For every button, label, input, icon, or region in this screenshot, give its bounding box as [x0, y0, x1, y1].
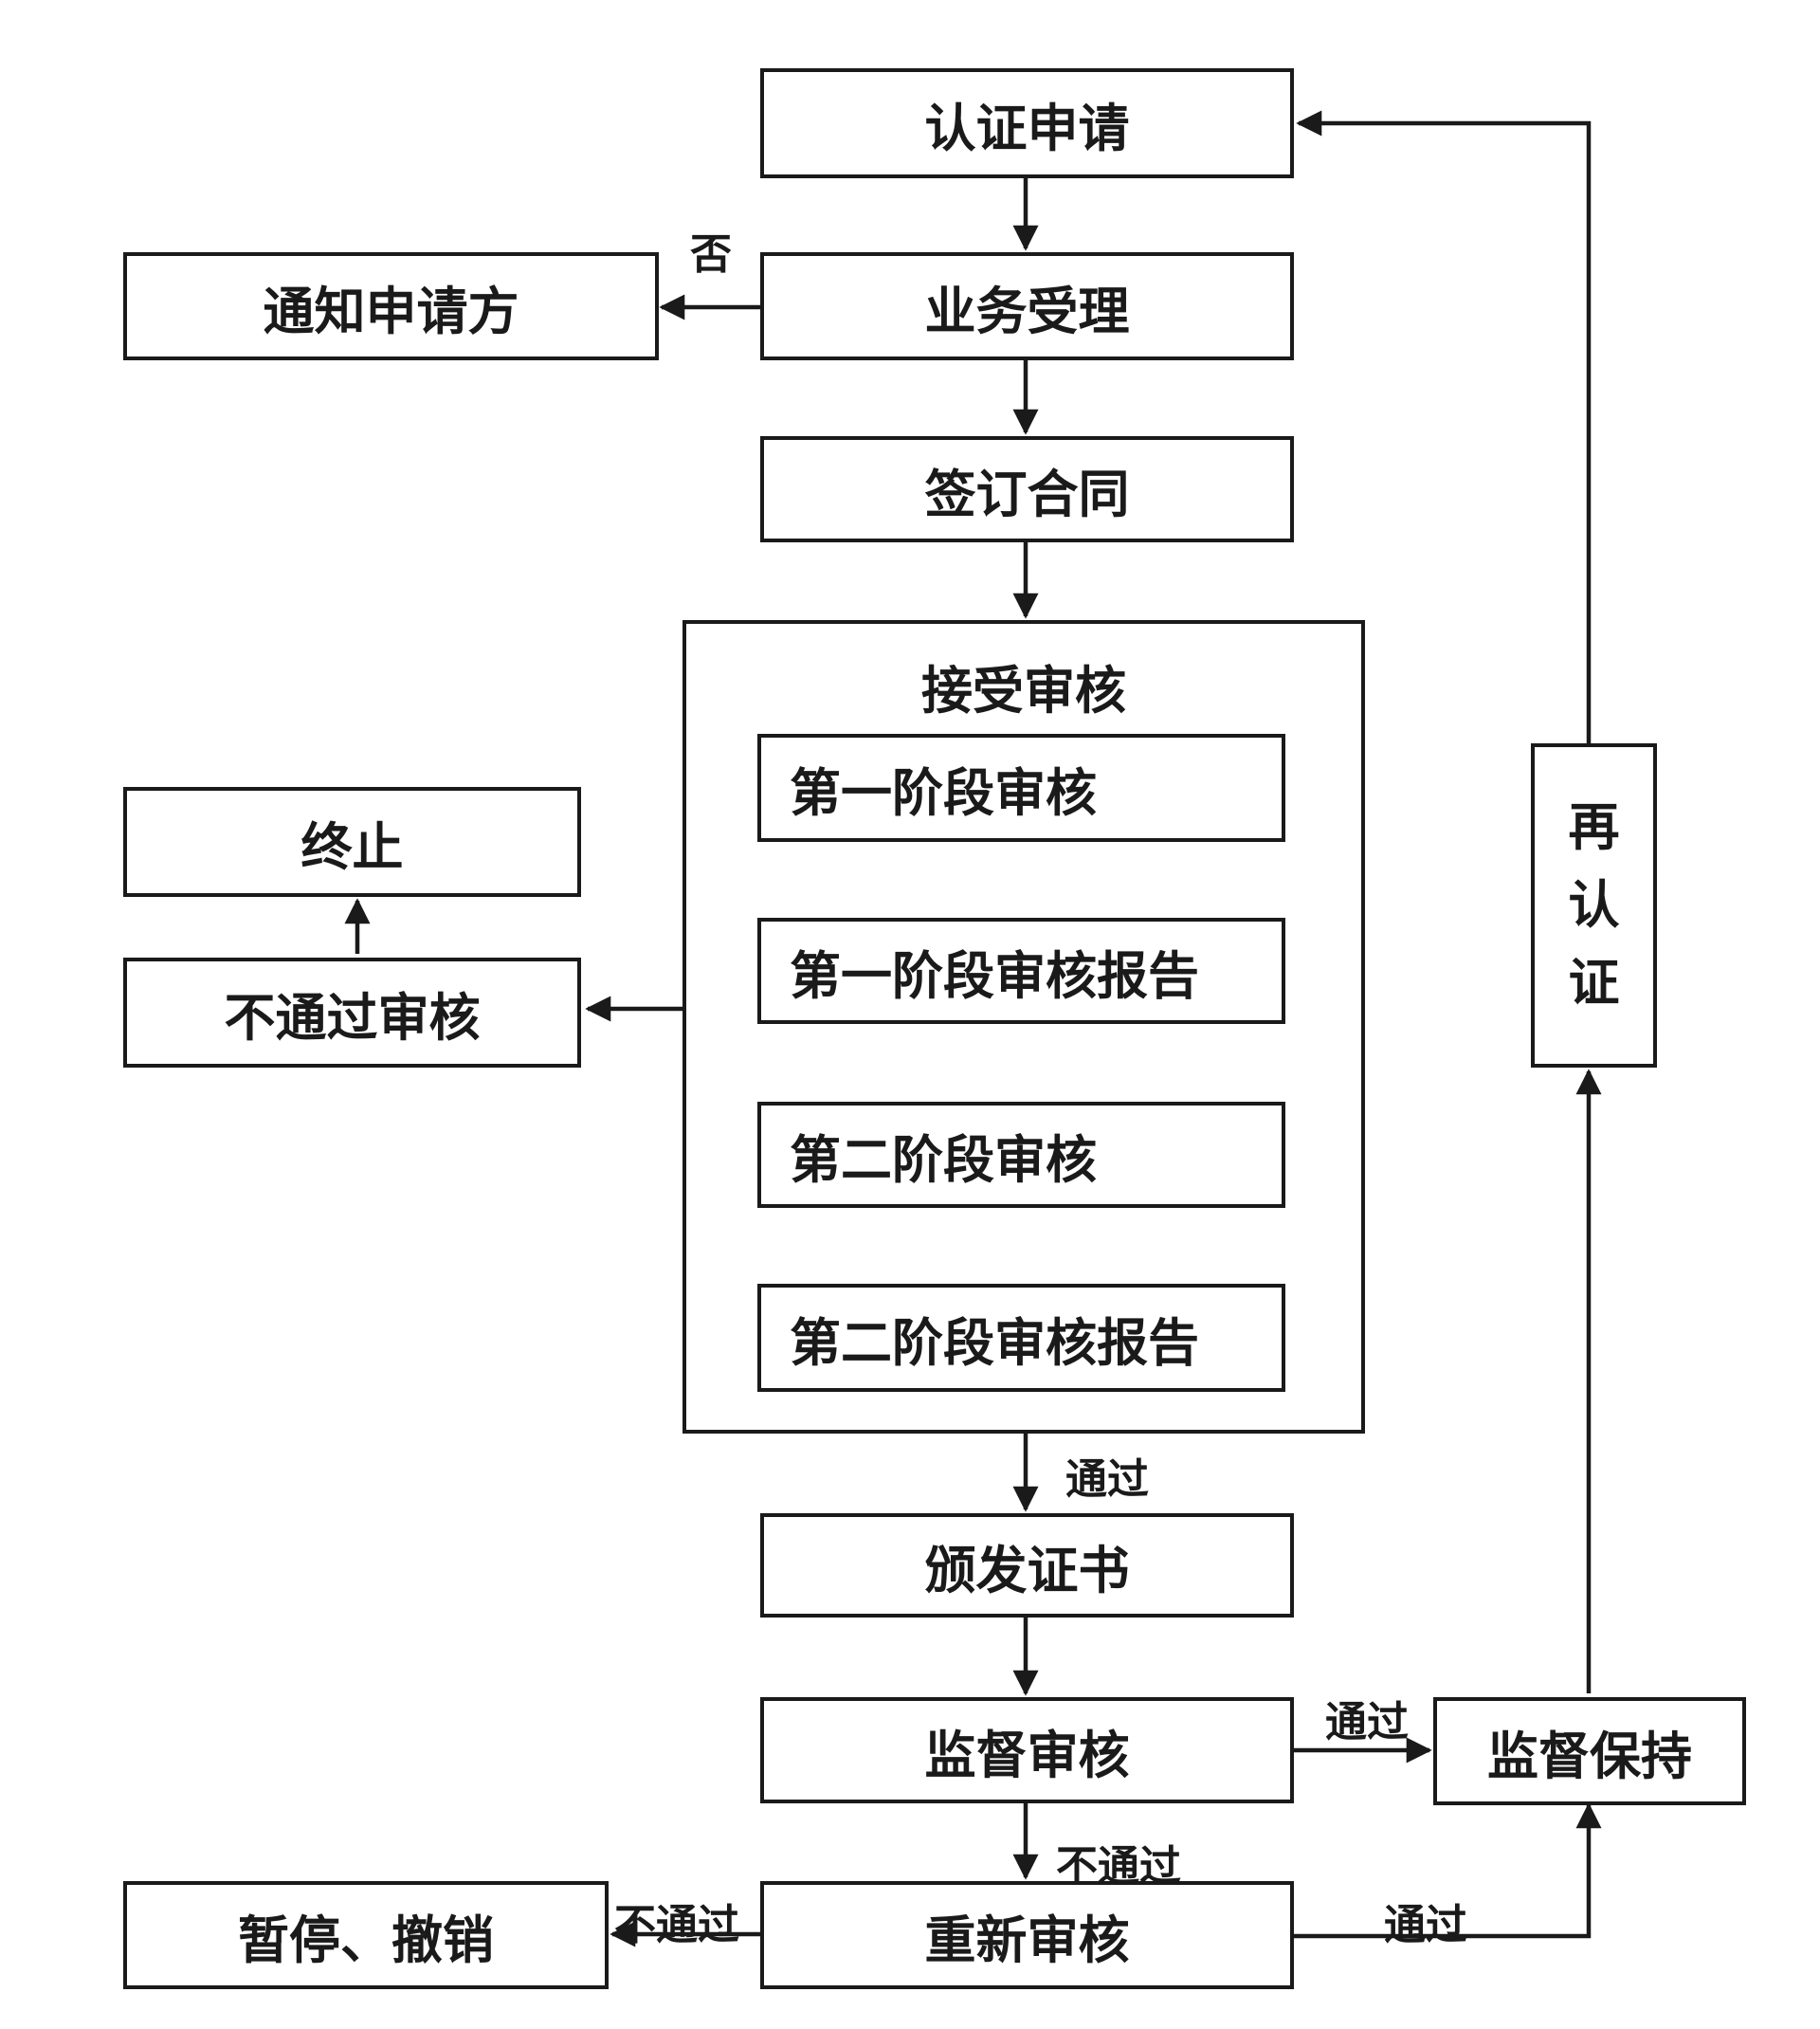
node-surveillance: 监督审核 — [760, 1697, 1294, 1803]
node-maintain: 监督保持 — [1433, 1697, 1746, 1805]
node-contract: 签订合同 — [760, 436, 1294, 542]
node-issue-cert: 颁发证书 — [760, 1513, 1294, 1618]
recertify-char-2: 认 — [1568, 875, 1620, 935]
audit-group-title: 接受审核 — [921, 661, 1126, 721]
node-recertify: 再 认 证 — [1531, 743, 1657, 1068]
node-fail-audit: 不通过审核 — [123, 958, 581, 1068]
recertify-char-1: 再 — [1568, 797, 1620, 857]
node-stage1-report: 第一阶段审核报告 — [757, 918, 1285, 1024]
node-suspend: 暂停、撤销 — [123, 1881, 609, 1989]
node-notify: 通知申请方 — [123, 252, 659, 360]
label-pass-reaudit: 通过 — [1384, 1901, 1467, 1949]
label-pass-issue: 通过 — [1065, 1455, 1149, 1504]
recertify-char-3: 证 — [1568, 953, 1620, 1013]
node-terminate: 终止 — [123, 787, 581, 897]
label-pass-maintain: 通过 — [1325, 1698, 1409, 1746]
node-stage2: 第二阶段审核 — [757, 1102, 1285, 1208]
label-fail-reaudit: 不通过 — [1056, 1842, 1181, 1891]
arrow-reaudit-to-maintain — [1294, 1802, 1602, 1939]
node-reaudit: 重新审核 — [760, 1881, 1294, 1989]
arrow-recertify-to-apply — [1296, 110, 1592, 743]
label-no: 否 — [690, 230, 732, 279]
node-accept: 业务受理 — [760, 252, 1294, 360]
node-stage2-report: 第二阶段审核报告 — [757, 1284, 1285, 1392]
node-stage1: 第一阶段审核 — [757, 734, 1285, 842]
node-apply: 认证申请 — [760, 68, 1294, 178]
label-fail-suspend: 不通过 — [614, 1901, 739, 1949]
